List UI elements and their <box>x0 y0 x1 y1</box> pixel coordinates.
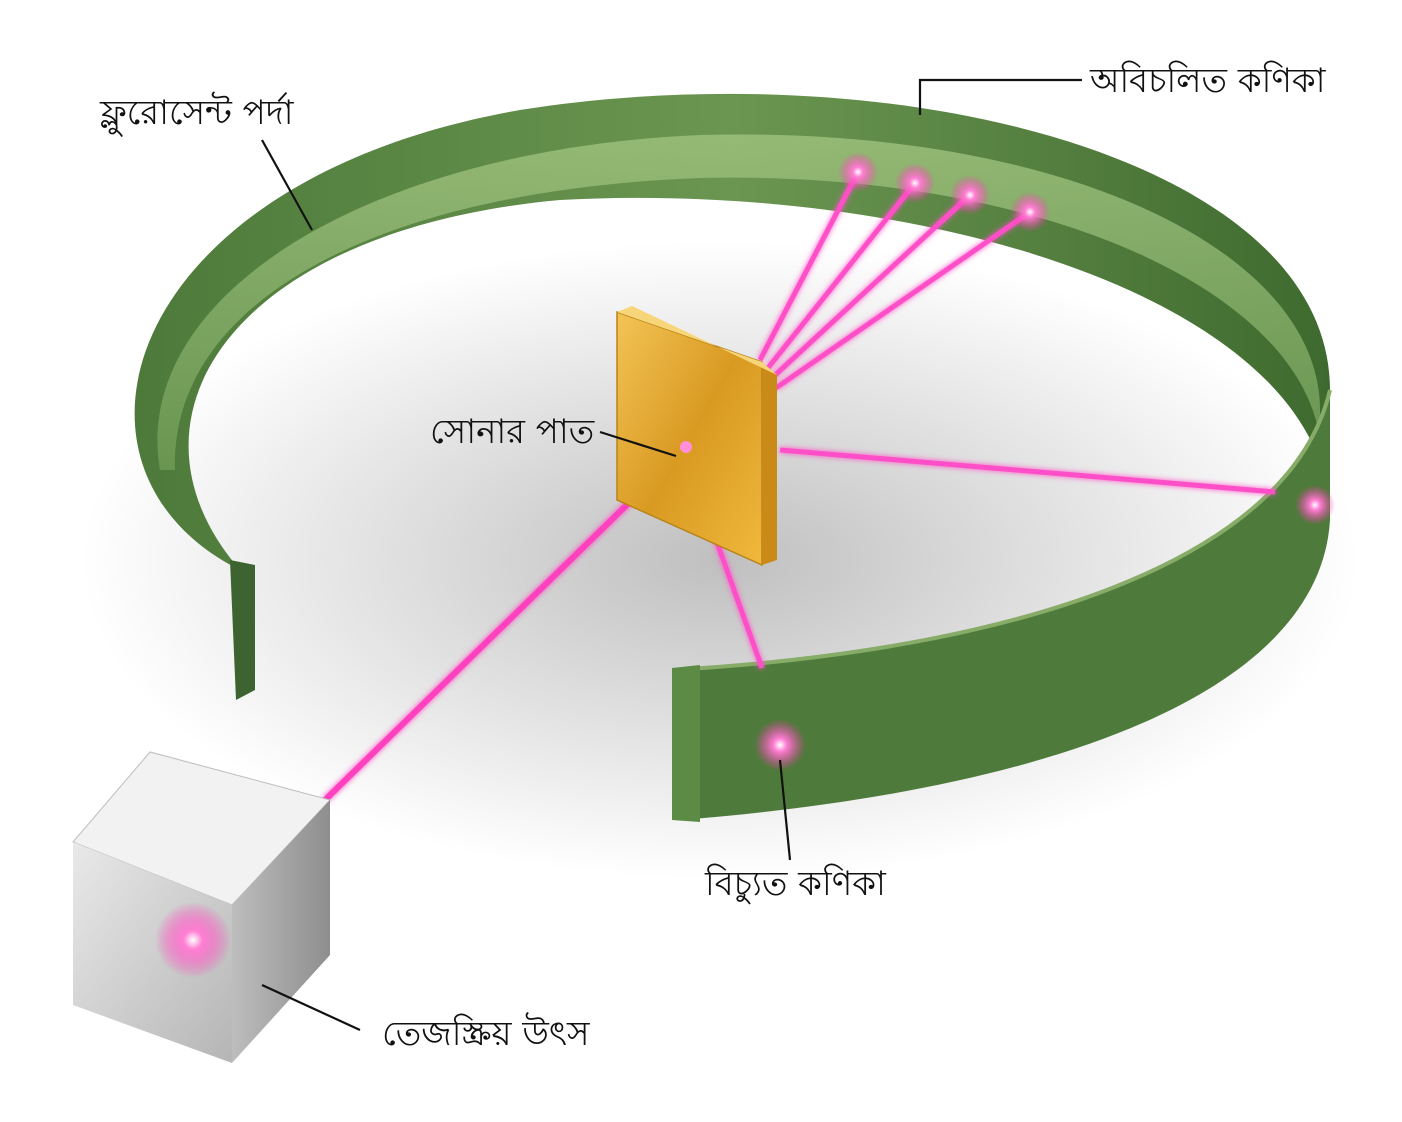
gold-foil-edge <box>762 362 777 565</box>
radioactive-source-cube <box>73 752 330 1063</box>
label-undeflected-particles: অবিচলিত কণিকা <box>1089 61 1327 101</box>
label-deflected-particles: বিচ্যুত কণিকা <box>704 864 887 904</box>
foil-impact-point <box>680 441 692 453</box>
impact-spot <box>838 152 878 192</box>
label-gold-foil: সোনার পাত <box>430 412 595 452</box>
impact-spot <box>1010 192 1050 232</box>
impact-spot <box>950 175 990 215</box>
screen-front-end <box>672 665 700 822</box>
impact-spot <box>895 163 935 203</box>
source-glow <box>155 902 231 978</box>
label-radioactive-source: তেজস্ক্রিয় উৎস <box>382 1012 590 1054</box>
leader-undeflected <box>920 80 1082 115</box>
label-fluorescent-screen: ফ্লুরোসেন্ট পর্দা <box>99 92 295 136</box>
impact-spot <box>1295 485 1335 525</box>
